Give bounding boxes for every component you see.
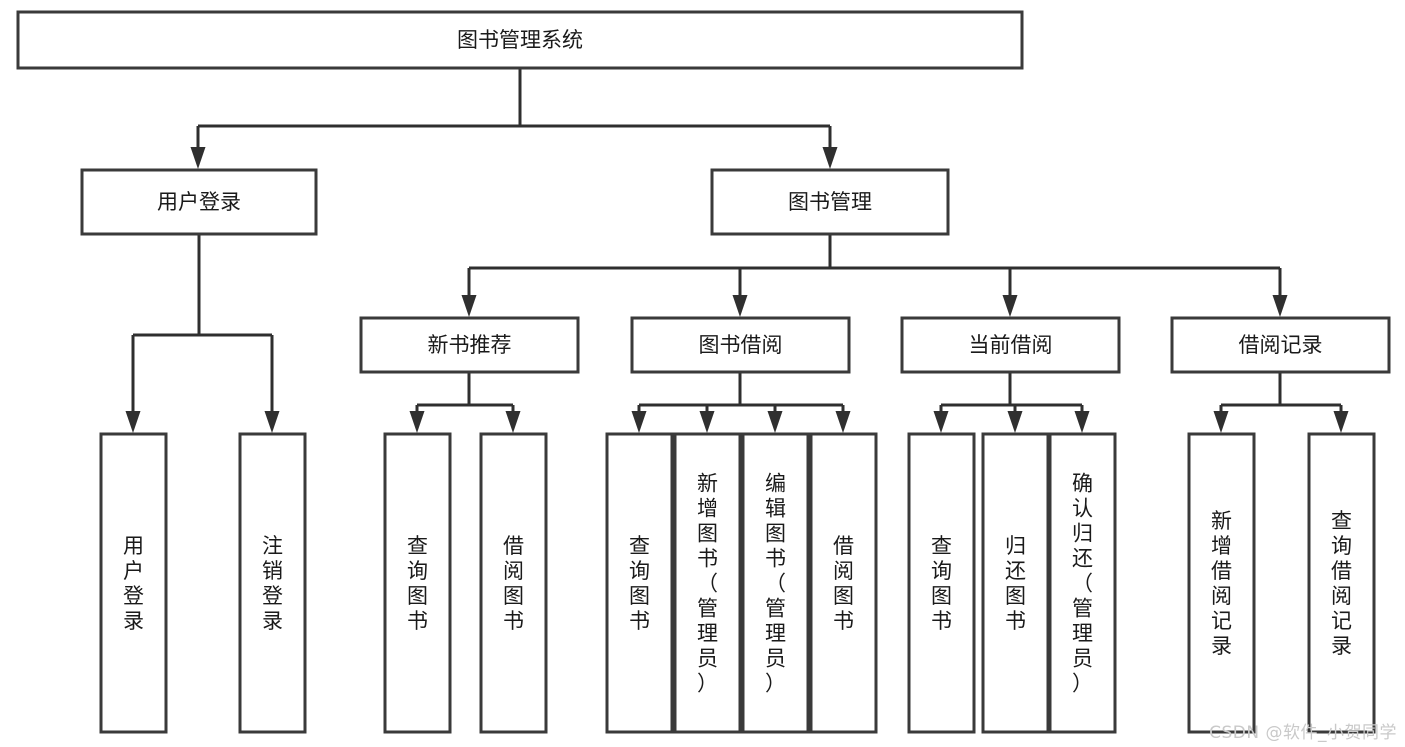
node-label: 查询图书 (629, 534, 650, 633)
node-box[interactable] (900, 316, 1121, 374)
connector-group-book-borrow-children (631, 372, 851, 433)
node-current-borrow[interactable]: 当前借阅 (900, 316, 1121, 374)
node-new-book-rec[interactable]: 新书推荐 (359, 316, 580, 374)
node-box[interactable] (359, 316, 580, 374)
node-label: 确认归还（管理员） (1072, 472, 1093, 696)
node-box[interactable] (1307, 432, 1376, 734)
node-leaf-logout[interactable]: 注销登录 (238, 432, 307, 734)
node-box[interactable] (1187, 432, 1256, 734)
node-label: 查询借阅记录 (1331, 509, 1352, 658)
node-box[interactable] (981, 432, 1050, 734)
arrow-head-icon (822, 147, 838, 169)
node-label: 图书借阅 (699, 333, 783, 357)
node-label: 借阅图书 (503, 534, 524, 633)
arrow-head-icon (1002, 295, 1018, 317)
node-root[interactable]: 图书管理系统 (16, 10, 1024, 70)
node-label: 图书管理 (788, 190, 872, 214)
arrow-head-icon (1074, 411, 1090, 433)
connector-group-root-children (190, 68, 838, 169)
node-leaf-borrow-book-1[interactable]: 借阅图书 (479, 432, 548, 734)
node-leaf-user-login[interactable]: 用户登录 (99, 432, 168, 734)
connectors-layer (125, 68, 1349, 433)
node-box[interactable] (809, 432, 878, 734)
connector-group-new-book-rec-children (409, 372, 521, 433)
node-box[interactable] (1170, 316, 1391, 374)
arrow-head-icon (1007, 411, 1023, 433)
node-label: 用户登录 (123, 534, 144, 633)
arrow-head-icon (933, 411, 949, 433)
node-leaf-query-book-3[interactable]: 查询图书 (907, 432, 976, 734)
nodes-layer: 图书管理系统用户登录图书管理新书推荐图书借阅当前借阅借阅记录用户登录注销登录查询… (16, 10, 1391, 734)
node-box[interactable] (80, 168, 318, 236)
node-box[interactable] (1048, 432, 1117, 734)
node-label: 归还图书 (1005, 534, 1026, 633)
node-label: 当前借阅 (969, 333, 1053, 357)
node-label: 新增图书（管理员） (697, 472, 718, 696)
arrow-head-icon (1333, 411, 1349, 433)
node-label: 用户登录 (157, 190, 241, 214)
node-user-login[interactable]: 用户登录 (80, 168, 318, 236)
node-label: 借阅图书 (833, 534, 854, 633)
connector-group-user-login-children (125, 234, 280, 433)
node-box[interactable] (238, 432, 307, 734)
arrow-head-icon (505, 411, 521, 433)
node-label: 注销登录 (262, 534, 283, 633)
node-leaf-query-record[interactable]: 查询借阅记录 (1307, 432, 1376, 734)
node-leaf-query-book-2[interactable]: 查询图书 (605, 432, 674, 734)
node-box[interactable] (710, 168, 950, 236)
node-leaf-add-book[interactable]: 新增图书（管理员） (673, 432, 742, 734)
node-leaf-query-book-1[interactable]: 查询图书 (383, 432, 452, 734)
node-leaf-add-record[interactable]: 新增借阅记录 (1187, 432, 1256, 734)
node-label: 借阅记录 (1239, 333, 1323, 357)
node-box[interactable] (673, 432, 742, 734)
arrow-head-icon (835, 411, 851, 433)
node-leaf-return-book[interactable]: 归还图书 (981, 432, 1050, 734)
node-leaf-borrow-book-2[interactable]: 借阅图书 (809, 432, 878, 734)
arrow-head-icon (125, 411, 141, 433)
node-box[interactable] (383, 432, 452, 734)
node-book-manage[interactable]: 图书管理 (710, 168, 950, 236)
arrow-head-icon (1272, 295, 1288, 317)
node-borrow-record[interactable]: 借阅记录 (1170, 316, 1391, 374)
node-box[interactable] (630, 316, 851, 374)
arrow-head-icon (190, 147, 206, 169)
node-label: 图书管理系统 (457, 28, 583, 52)
node-book-borrow[interactable]: 图书借阅 (630, 316, 851, 374)
node-box[interactable] (16, 10, 1024, 70)
node-label: 新增借阅记录 (1211, 509, 1232, 658)
node-leaf-confirm-return[interactable]: 确认归还（管理员） (1048, 432, 1117, 734)
node-box[interactable] (907, 432, 976, 734)
connector-group-current-borrow-children (933, 372, 1090, 433)
node-box[interactable] (99, 432, 168, 734)
node-box[interactable] (741, 432, 810, 734)
node-label: 查询图书 (931, 534, 952, 633)
node-label: 编辑图书（管理员） (765, 472, 786, 696)
arrow-head-icon (699, 411, 715, 433)
connector-group-borrow-record-children (1213, 372, 1349, 433)
node-leaf-edit-book[interactable]: 编辑图书（管理员） (741, 432, 810, 734)
arrow-head-icon (1213, 411, 1229, 433)
arrow-head-icon (461, 295, 477, 317)
arrow-head-icon (631, 411, 647, 433)
arrow-head-icon (767, 411, 783, 433)
node-label: 新书推荐 (428, 333, 512, 357)
arrow-head-icon (732, 295, 748, 317)
node-box[interactable] (605, 432, 674, 734)
node-box[interactable] (479, 432, 548, 734)
arrow-head-icon (409, 411, 425, 433)
arrow-head-icon (264, 411, 280, 433)
connector-group-book-manage-children (461, 234, 1288, 317)
node-label: 查询图书 (407, 534, 428, 633)
